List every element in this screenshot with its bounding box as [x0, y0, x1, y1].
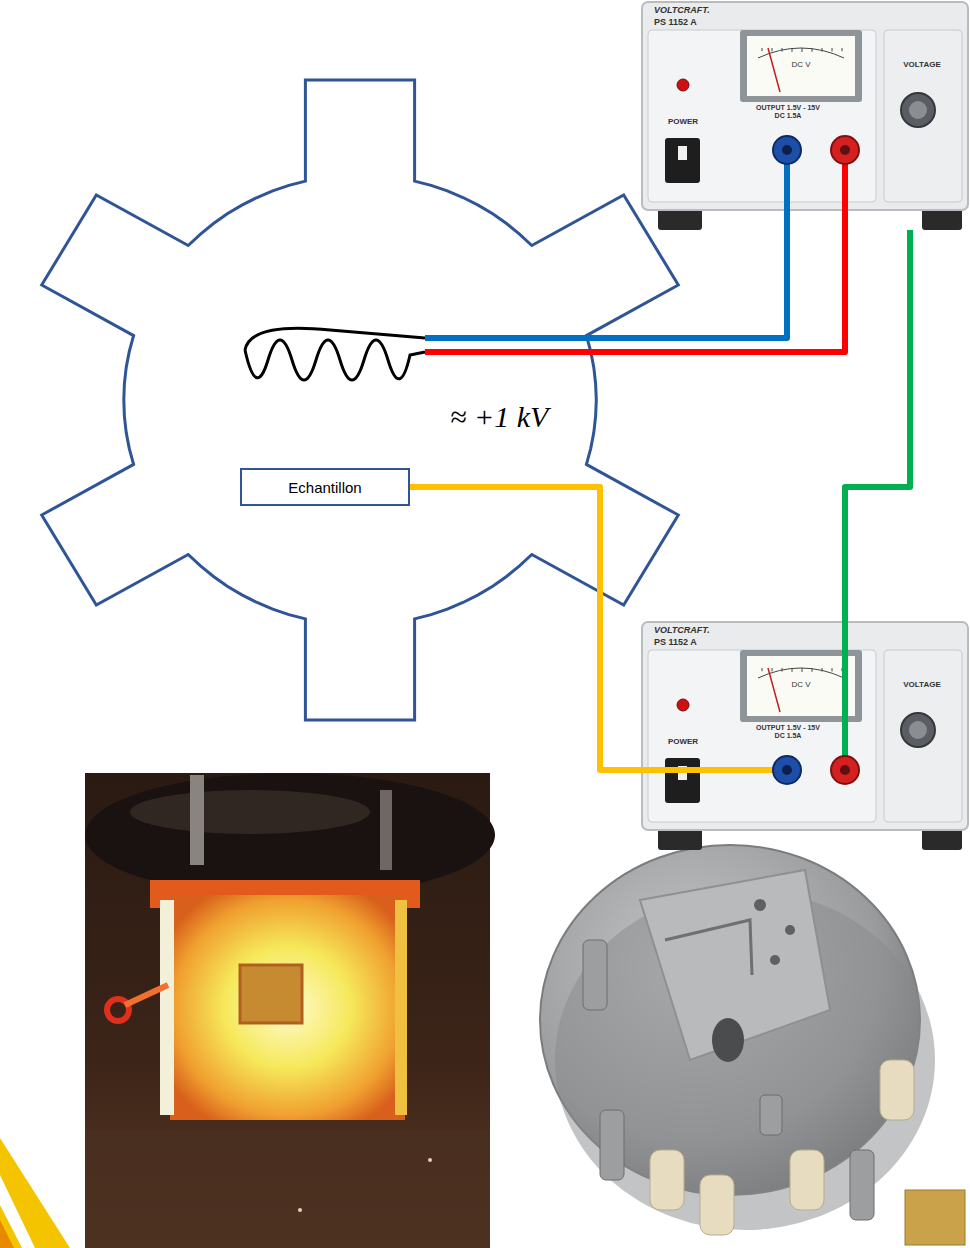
voltage-label: ≈ +1 kV: [448, 400, 550, 434]
brand-label: VOLTCRAFT.: [654, 5, 774, 16]
power-supply-drawing: [640, 0, 970, 230]
meter-frame: [740, 30, 862, 102]
meter-unit: DC V: [786, 680, 816, 690]
meter-tick: [802, 668, 803, 672]
positive-terminal: [831, 756, 859, 784]
sample-box: Echantillon: [240, 468, 410, 506]
sample-photo: [85, 773, 495, 1248]
wire-connector: [845, 230, 910, 620]
blue-wire: [425, 230, 787, 338]
wire-connector: [410, 487, 640, 770]
model-label: PS 1152 A: [654, 17, 774, 28]
negative-terminal: [773, 136, 801, 164]
meter-tick: [822, 668, 823, 672]
meter-unit: DC V: [786, 60, 816, 70]
meter-tick: [772, 48, 773, 51]
output-label: OUTPUT 1.5V - 15V DC 1.5A: [752, 104, 824, 121]
output-label: OUTPUT 1.5V - 15V DC 1.5A: [752, 724, 824, 741]
positive-terminal: [840, 765, 850, 775]
power-led: [677, 79, 689, 91]
supply-housing: [642, 622, 968, 830]
meter-needle: [768, 668, 780, 712]
meter-tick: [772, 668, 773, 671]
power-supply: VOLTCRAFT.PS 1152 A POWER DC V OUTPUT 1.5V …: [640, 620, 970, 850]
meter-tick: [842, 48, 843, 51]
wire-end: [842, 620, 848, 770]
power-led: [677, 699, 689, 711]
supply-panel: [884, 650, 962, 822]
filament-coil: [245, 340, 425, 380]
meter-tick: [792, 668, 793, 672]
node-text: Echantillon: [288, 479, 361, 496]
meter-tick: [792, 48, 793, 52]
positive-terminal: [831, 136, 859, 164]
voltage-knob: [909, 101, 927, 119]
power-supply: VOLTCRAFT.PS 1152 A POWER DC V OUTPUT 1.5V …: [640, 0, 970, 230]
meter-tick: [832, 48, 833, 51]
negative-terminal: [782, 765, 792, 775]
wire-end: [640, 767, 787, 773]
meter-face: [747, 36, 855, 96]
knob-label: VOLTAGE: [886, 680, 958, 690]
meter-needle: [768, 48, 780, 92]
meter-tick: [812, 48, 813, 52]
knob-label: VOLTAGE: [886, 60, 958, 70]
meter-tick: [812, 668, 813, 672]
voltage-knob: [909, 721, 927, 739]
red-wire: [425, 230, 845, 352]
logo-fragment: [0, 1138, 70, 1248]
flange-photo: [540, 845, 965, 1245]
power-supply-drawing: [640, 620, 970, 850]
supply-panel: [648, 30, 876, 202]
meter-tick: [762, 668, 763, 671]
voltage-knob: [901, 93, 935, 127]
model-label: PS 1152 A: [654, 637, 774, 648]
supply-panel: [884, 30, 962, 202]
voltage-knob: [901, 713, 935, 747]
meter-tick: [782, 48, 783, 52]
negative-terminal: [782, 145, 792, 155]
switch-label: POWER: [658, 737, 708, 747]
meter-tick: [832, 668, 833, 671]
power-switch: [665, 138, 700, 183]
supply-housing: [642, 2, 968, 210]
chamber-outline: [42, 80, 679, 720]
switch-label: POWER: [658, 117, 708, 127]
meter-tick: [782, 668, 783, 672]
supply-panel: [648, 650, 876, 822]
negative-terminal: [773, 756, 801, 784]
power-switch: [678, 146, 687, 160]
meter-tick: [822, 48, 823, 52]
brand-label: VOLTCRAFT.: [654, 625, 774, 636]
meter-face: [747, 656, 855, 716]
meter-tick: [762, 48, 763, 51]
power-switch: [665, 758, 700, 803]
positive-terminal: [840, 145, 850, 155]
meter-tick: [802, 48, 803, 52]
